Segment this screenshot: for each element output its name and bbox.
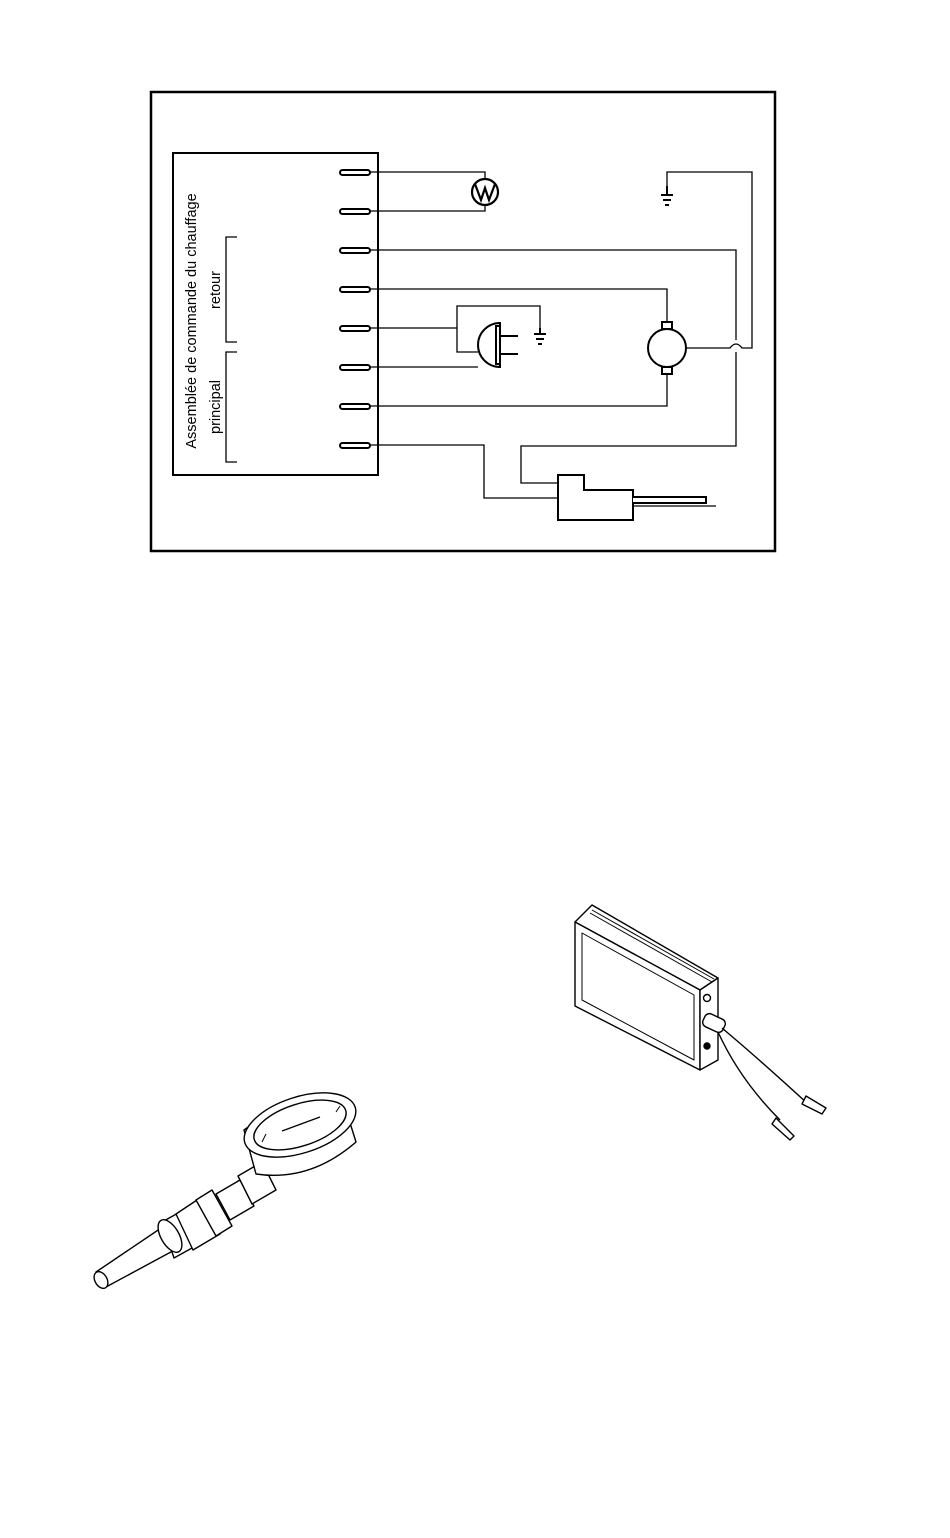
- retour-label: retour: [208, 271, 224, 309]
- control-assembly-label: Assemblée de commande du chauffage: [184, 193, 200, 448]
- terminal: [340, 404, 370, 409]
- diagram-frame: [151, 92, 775, 551]
- terminal-strip: [340, 170, 370, 448]
- terminal: [340, 287, 370, 292]
- bracket-retour: [226, 237, 237, 342]
- terminal: [340, 365, 370, 370]
- pressure-gauge-icon: [91, 1080, 364, 1290]
- wires: [370, 172, 752, 498]
- ground-icon: [534, 328, 546, 344]
- ground-icon: [661, 186, 673, 205]
- thermostat-icon: [472, 179, 498, 205]
- bracket-principal: [226, 352, 237, 462]
- principal-label: principal: [208, 380, 224, 434]
- terminal: [340, 209, 370, 214]
- terminal: [340, 443, 370, 448]
- motor-icon: [648, 322, 686, 374]
- control-assembly-box: [173, 153, 378, 475]
- tester-box-icon: [575, 905, 826, 1140]
- terminal: [340, 170, 370, 175]
- wiring-diagram: [151, 92, 775, 551]
- terminal: [340, 248, 370, 253]
- solenoid-probe-icon: [558, 475, 716, 520]
- plug-icon: [478, 323, 518, 367]
- terminal: [340, 326, 370, 331]
